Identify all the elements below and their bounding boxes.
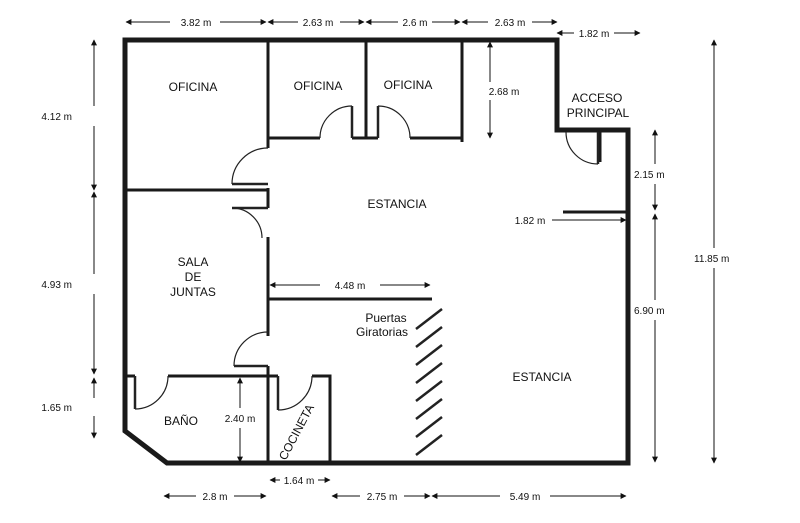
dim-top-1: 3.82 m <box>181 18 212 29</box>
room-acceso-line1: ACCESO <box>572 91 623 105</box>
outer-wall <box>122 37 631 466</box>
door-oficina3 <box>377 105 411 139</box>
door-sala-lower <box>233 331 269 367</box>
door-acceso <box>565 131 599 165</box>
dim-top-4: 2.63 m <box>495 18 526 29</box>
walls <box>122 37 631 466</box>
dimension-lines <box>91 19 717 499</box>
room-sala-line1: SALA <box>178 255 209 269</box>
room-bano: BAÑO <box>164 414 198 428</box>
dim-top-5: 1.82 m <box>579 29 610 40</box>
door-oficina2 <box>319 105 353 139</box>
dim-left-1: 4.12 m <box>41 112 72 123</box>
room-estancia-upper: ESTANCIA <box>367 197 426 211</box>
dim-top-3: 2.6 m <box>402 18 427 29</box>
door-bano <box>134 375 169 410</box>
door-oficina1 <box>231 147 269 185</box>
dim-inner-oficina-depth: 2.68 m <box>489 87 520 98</box>
dim-inner-estancia: 4.48 m <box>335 281 366 292</box>
dim-right-upper: 2.15 m <box>634 170 665 181</box>
room-sala-line3: JUNTAS <box>170 285 216 299</box>
dim-left-2: 4.93 m <box>41 280 72 291</box>
room-acceso-line2: PRINCIPAL <box>567 106 630 120</box>
dim-top-2: 2.63 m <box>303 18 334 29</box>
wall-cocineta <box>268 374 332 463</box>
room-oficina-3: OFICINA <box>384 78 433 92</box>
door-sala-upper <box>231 207 263 239</box>
dim-inner-bano: 2.40 m <box>225 414 256 425</box>
dim-right-lower: 6.90 m <box>634 306 665 317</box>
dim-left-3: 1.65 m <box>41 403 72 414</box>
revolving-doors <box>415 308 443 456</box>
door-cocineta <box>277 375 313 411</box>
room-oficina-1: OFICINA <box>169 80 218 94</box>
dim-bottom-4: 5.49 m <box>510 492 541 503</box>
dim-right-total: 11.85 m <box>694 254 729 265</box>
room-puertas-line1: Puertas <box>365 311 406 325</box>
room-oficina-2: OFICINA <box>294 79 343 93</box>
room-puertas-line2: Giratorias <box>356 325 408 339</box>
dimension-labels: 3.82 m 2.63 m 2.6 m 2.63 m 1.82 m 4.12 m… <box>41 18 729 503</box>
room-estancia-lower: ESTANCIA <box>512 370 571 384</box>
dim-bottom-2: 1.64 m <box>284 476 315 487</box>
doors <box>133 105 600 411</box>
dim-bottom-3: 2.75 m <box>367 492 398 503</box>
dim-inner-acceso: 1.82 m <box>515 216 546 227</box>
room-labels: OFICINA OFICINA OFICINA ACCESO PRINCIPAL… <box>164 78 630 462</box>
dim-bottom-1: 2.8 m <box>202 492 227 503</box>
room-cocineta: COCINETA <box>276 402 317 463</box>
room-sala-line2: DE <box>185 270 202 284</box>
